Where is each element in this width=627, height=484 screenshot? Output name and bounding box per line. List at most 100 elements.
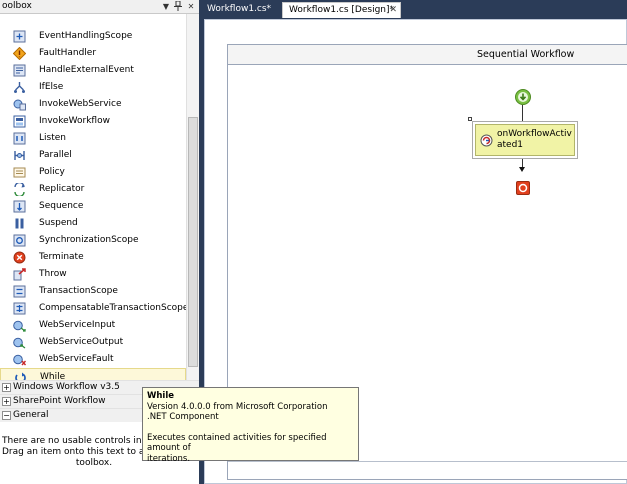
- workflow-end-icon[interactable]: [516, 181, 530, 195]
- toolbox-item-policy[interactable]: Policy: [0, 164, 186, 181]
- tooltip-title: While: [147, 391, 175, 401]
- toolbox-item-label: Terminate: [39, 252, 84, 262]
- connector-arrow-icon: [519, 167, 525, 172]
- tooltip-description: iterations.: [147, 453, 191, 464]
- empty-message-line: toolbox.: [75, 458, 113, 468]
- tab-close-icon[interactable]: ✕: [389, 5, 397, 15]
- group-label: Windows Workflow v3.5: [13, 382, 120, 392]
- toolbox-item-tooltip: While Version 4.0.0.0 from Microsoft Cor…: [142, 387, 359, 464]
- policy-icon: [13, 166, 26, 179]
- parallel-icon: [13, 149, 26, 162]
- replicator-icon: [13, 181, 26, 198]
- toolbox-item-parallel[interactable]: Parallel: [0, 147, 186, 164]
- synchronization-scope-icon: [13, 234, 26, 247]
- tab-workflow-design[interactable]: Workflow1.cs [Design]* ✕: [282, 2, 401, 18]
- workflow-title: Sequential Workflow: [477, 49, 575, 60]
- toolbox-item-handleexternalevent[interactable]: HandleExternalEvent: [0, 62, 186, 79]
- window-position-icon[interactable]: ▼: [162, 2, 170, 11]
- empty-group-message[interactable]: There are no usable controls in this gro…: [2, 436, 186, 469]
- tooltip-description: Executes contained activities for specif…: [147, 432, 327, 454]
- toolbox-item-suspend[interactable]: Suspend: [0, 215, 186, 232]
- tooltip-version: Version 4.0.0.0 from Microsoft Corporati…: [147, 401, 328, 412]
- toolbox-item-label: Throw: [39, 269, 67, 279]
- toolbox-item-listen[interactable]: Listen: [0, 130, 186, 147]
- toolbox-item-webserviceinput[interactable]: WebServiceInput: [0, 317, 186, 334]
- tab-label: Workflow1.cs [Design]*: [289, 5, 395, 15]
- tab-strip: Workflow1.cs* Workflow1.cs [Design]* ✕: [199, 0, 627, 18]
- toolbox-item-list: EventDrivenEventHandlingScopeFaultHandle…: [0, 14, 186, 380]
- workflow-start-icon[interactable]: [515, 89, 531, 105]
- event-handling-scope-icon: [13, 30, 26, 43]
- toolbox-item-eventdriven[interactable]: EventDriven: [0, 14, 186, 28]
- toolbox-header: oolbox ▼ ✕: [0, 0, 199, 14]
- connector-line: [522, 159, 523, 168]
- expand-icon[interactable]: +: [2, 383, 11, 392]
- toolbox-item-label: SynchronizationScope: [39, 235, 139, 245]
- toolbox-item-throw[interactable]: Throw: [0, 266, 186, 283]
- compensatable-transaction-scope-icon: [13, 302, 26, 315]
- terminate-icon: [13, 251, 26, 264]
- toolbox-item-compensatabletransactionscope[interactable]: CompensatableTransactionScope: [0, 300, 186, 317]
- toolbox-item-terminate[interactable]: Terminate: [0, 249, 186, 266]
- empty-message-line: Drag an item onto this text to add it to…: [2, 447, 186, 457]
- toolbox-item-transactionscope[interactable]: TransactionScope: [0, 283, 186, 300]
- while-icon: [14, 371, 27, 380]
- close-icon[interactable]: ✕: [187, 2, 195, 11]
- toolbox-item-label: InvokeWorkflow: [39, 116, 110, 126]
- toolbox-panel: oolbox ▼ ✕ EventDrivenEventHandlingScope…: [0, 0, 199, 484]
- expand-icon[interactable]: +: [2, 397, 11, 406]
- tab-label: Workflow1.cs*: [207, 4, 272, 14]
- tab-workflow-code[interactable]: Workflow1.cs*: [201, 2, 279, 18]
- toolbox-item-replicator[interactable]: Replicator: [0, 181, 186, 198]
- scrollbar-thumb[interactable]: [188, 117, 198, 367]
- toolbox-item-invokeworkflow[interactable]: InvokeWorkflow: [0, 113, 186, 130]
- handle-external-event-icon: [13, 64, 26, 77]
- toolbox-item-label: Parallel: [39, 150, 72, 160]
- toolbox-item-label: WebServiceInput: [39, 320, 116, 330]
- throw-icon: [13, 268, 26, 281]
- toolbox-item-sequence[interactable]: Sequence: [0, 198, 186, 215]
- toolbox-item-label: WebServiceOutput: [39, 337, 124, 347]
- pin-icon[interactable]: [173, 0, 183, 12]
- selection-handle[interactable]: [468, 117, 472, 121]
- toolbox-item-label: IfElse: [39, 82, 64, 92]
- handle-external-event-icon: [480, 134, 493, 147]
- toolbox-item-webserviceoutput[interactable]: WebServiceOutput: [0, 334, 186, 351]
- web-service-output-icon: [13, 336, 26, 349]
- toolbox-item-label: TransactionScope: [39, 286, 118, 296]
- event-driven-icon: [13, 14, 26, 26]
- toolbox-item-label: HandleExternalEvent: [39, 65, 134, 75]
- invoke-web-service-icon: [13, 98, 26, 111]
- tooltip-component: .NET Component: [147, 412, 219, 422]
- toolbox-item-label: InvokeWebService: [39, 99, 122, 109]
- toolbox-item-label: WebServiceFault: [39, 354, 114, 364]
- tooltip-spacer: [147, 423, 354, 433]
- fault-handler-icon: [12, 46, 27, 61]
- toolbox-item-label: EventDriven: [39, 14, 94, 16]
- toolbox-item-label: Listen: [39, 133, 66, 143]
- toolbox-item-faulthandler[interactable]: FaultHandler: [0, 45, 186, 62]
- invoke-workflow-icon: [13, 115, 26, 128]
- if-else-icon: [13, 81, 26, 94]
- toolbox-item-label: CompensatableTransactionScope: [39, 303, 186, 313]
- toolbox-item-label: While: [40, 372, 66, 380]
- toolbox-item-synchronizationscope[interactable]: SynchronizationScope: [0, 232, 186, 249]
- toolbox-item-label: FaultHandler: [39, 48, 97, 58]
- toolbox-item-eventhandlingscope[interactable]: EventHandlingScope: [0, 28, 186, 45]
- toolbox-item-webservicefault[interactable]: WebServiceFault: [0, 351, 186, 368]
- toolbox-title: oolbox: [2, 1, 32, 11]
- toolbox-item-invokewebservice[interactable]: InvokeWebService: [0, 96, 186, 113]
- collapse-icon[interactable]: −: [2, 411, 11, 420]
- toolbox-item-ifelse[interactable]: IfElse: [0, 79, 186, 96]
- toolbox-scrollbar[interactable]: [186, 14, 199, 380]
- transaction-scope-icon: [13, 285, 26, 298]
- sequence-icon: [13, 200, 26, 213]
- activity-on-workflow-activated[interactable]: onWorkflowActivated1: [472, 121, 578, 159]
- web-service-fault-icon: [13, 353, 27, 366]
- activity-body[interactable]: onWorkflowActivated1: [475, 124, 575, 156]
- toolbox-item-while[interactable]: While: [0, 368, 186, 380]
- toolbox-item-label: Sequence: [39, 201, 84, 211]
- activity-label: onWorkflowActivated1: [497, 129, 572, 150]
- web-service-input-icon: [13, 319, 26, 332]
- workflow-title-bar: Sequential Workflow: [228, 45, 627, 65]
